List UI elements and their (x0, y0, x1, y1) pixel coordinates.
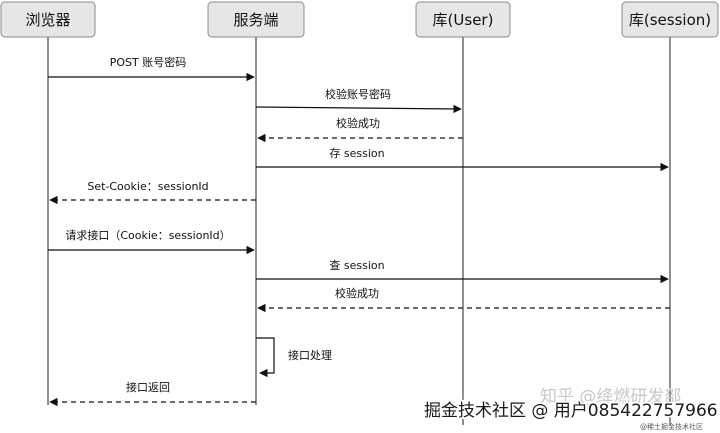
message-label-verify-success-1: 校验成功 (336, 116, 380, 130)
watermark-zhihu: 知乎 @绛燃研发部 (540, 387, 681, 407)
message-label-post-credentials: POST 账号密码 (110, 55, 187, 69)
watermark-juejin: 掘金技术社区 @ 用户085422757966 (424, 401, 718, 421)
participant-browser-label: 浏览器 (25, 11, 70, 29)
participant-browser: 浏览器 (0, 1, 96, 38)
participant-db-user: 库(User) (415, 1, 511, 38)
participant-server-label: 服务端 (233, 11, 278, 29)
message-label-store-session: 存 session (329, 146, 384, 160)
message-label-verify-credentials: 校验账号密码 (325, 87, 391, 101)
participant-db-session: 库(session) (621, 1, 719, 38)
participant-db-session-label: 库(session) (629, 11, 711, 29)
participant-db-user-label: 库(User) (433, 11, 494, 29)
message-label-verify-success-2: 校验成功 (335, 286, 379, 300)
message-label-query-session: 查 session (329, 258, 384, 272)
message-label-api-return: 接口返回 (126, 381, 170, 394)
message-arrow-process-api (256, 337, 275, 378)
watermark-juejin-small: @稀土掘金技术社区 (640, 422, 703, 431)
message-label-process-api: 接口处理 (288, 349, 332, 362)
message-label-request-api: 请求接口（Cookie：sessionId） (65, 229, 230, 242)
message-label-set-cookie: Set-Cookie：sessionId (87, 180, 208, 193)
participant-server: 服务端 (207, 1, 305, 38)
message-arrow-verify-credentials (255, 104, 462, 114)
